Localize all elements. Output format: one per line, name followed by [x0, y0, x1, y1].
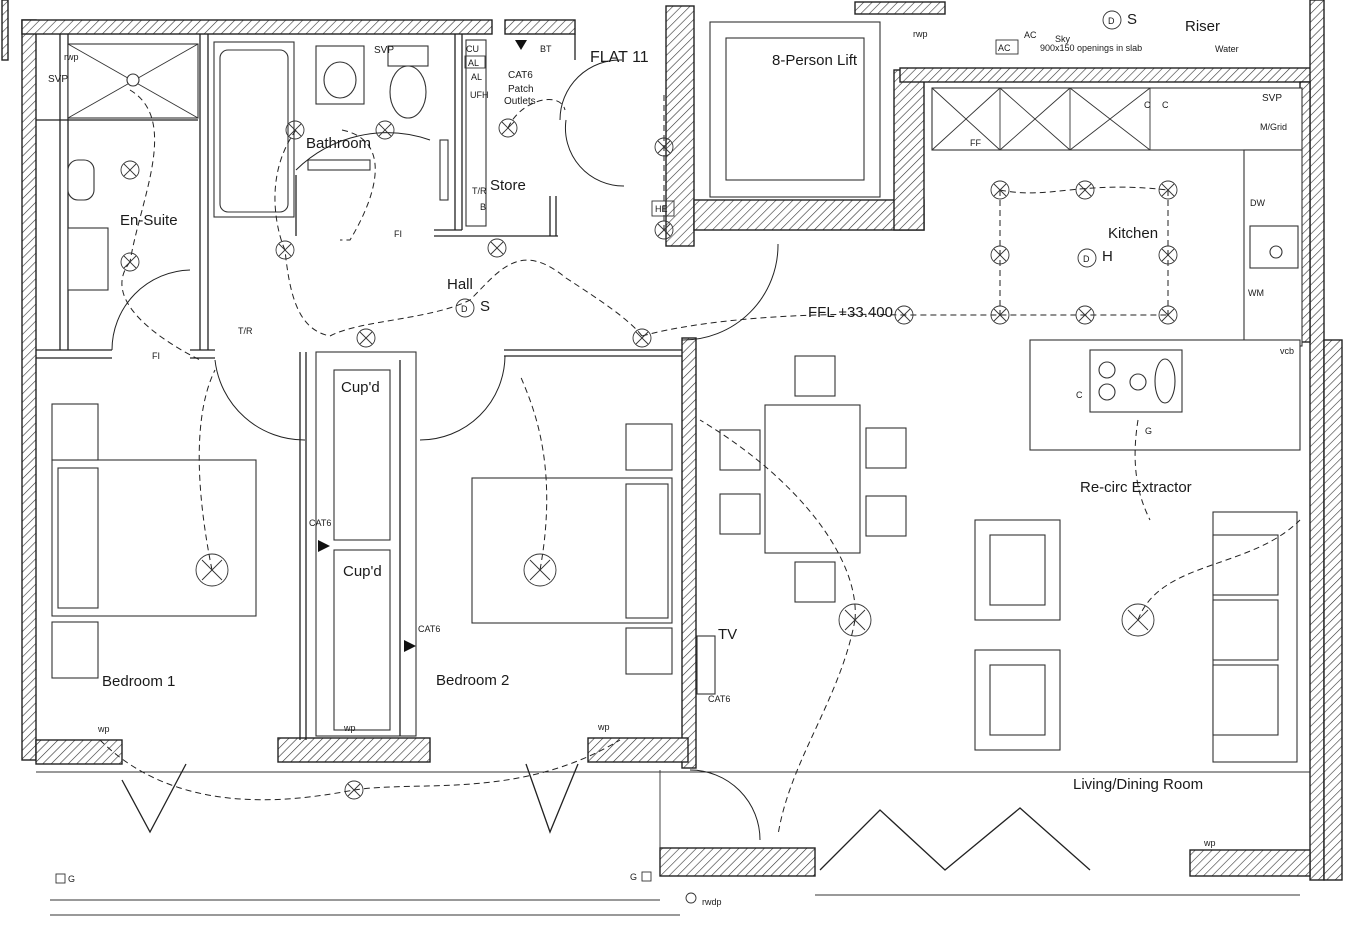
detector-d3: D: [1083, 254, 1090, 264]
note-cat6-l1: CAT6: [508, 70, 533, 81]
note-svp-ensuite: SVP: [48, 74, 68, 85]
label-hall: Hall: [447, 276, 473, 293]
note-b-store: B: [480, 202, 486, 212]
note-ff: FF: [970, 138, 981, 148]
note-tr-hall: T/R: [238, 326, 253, 336]
detector-d2: D: [1108, 16, 1115, 26]
label-living: Living/Dining Room: [1073, 776, 1203, 793]
note-wp1: wp: [97, 724, 110, 734]
note-c1: C: [1144, 100, 1151, 110]
note-cu: CU: [466, 44, 479, 54]
note-cat6-l3: Outlets: [504, 96, 536, 107]
note-fi-ensuite: FI: [152, 351, 160, 361]
data-outlet-icon: [404, 640, 416, 652]
fixtures: [51, 21, 1303, 763]
note-rwp-ensuite: rwp: [64, 52, 79, 62]
detector-d1: D: [461, 304, 468, 314]
data-outlet-icon: [515, 40, 527, 50]
note-wp4: wp: [1203, 838, 1216, 848]
outer-walls: [1, 0, 1343, 881]
note-h-kitchen: H: [1102, 248, 1113, 265]
note-he: HE: [655, 204, 668, 214]
note-rwp-lift: rwp: [913, 29, 928, 39]
label-ffl: FFL +33.400: [808, 304, 893, 321]
note-tv: TV: [718, 626, 737, 643]
label-cupd-upper: Cup'd: [341, 379, 380, 396]
note-ac: AC: [1024, 30, 1037, 40]
note-g-hob: G: [1145, 426, 1152, 436]
note-m-grid: M/Grid: [1260, 122, 1287, 132]
note-bt: BT: [540, 44, 552, 54]
label-ensuite: En-Suite: [120, 212, 178, 229]
detectors: D D D: [455, 10, 1122, 318]
note-cat6-b: CAT6: [418, 624, 440, 634]
note-wp3: wp: [597, 722, 610, 732]
note-cat6-a: CAT6: [708, 694, 730, 704]
note-g-mid: G: [630, 872, 637, 882]
wiring: [99, 89, 1301, 836]
note-sky: Sky: [1055, 34, 1071, 44]
note-cat6-l2: Patch: [508, 84, 534, 95]
note-c2: C: [1162, 100, 1169, 110]
label-riser: Riser: [1185, 18, 1220, 35]
note-dw: DW: [1250, 198, 1265, 208]
note-ac-box: AC: [998, 43, 1011, 53]
light-fittings: [120, 118, 1178, 800]
label-flat: FLAT 11: [590, 49, 649, 66]
note-rwdp: rwdp: [702, 897, 722, 907]
label-store: Store: [490, 177, 526, 194]
note-c3: C: [1076, 390, 1083, 400]
note-ufh: UFH: [470, 90, 489, 100]
label-kitchen: Kitchen: [1108, 225, 1158, 242]
label-bathroom: Bathroom: [306, 135, 371, 152]
label-lift: 8-Person Lift: [772, 52, 858, 69]
doors: [111, 59, 1091, 871]
label-bedroom2: Bedroom 2: [436, 672, 509, 689]
note-wm: WM: [1248, 288, 1264, 298]
partitions: [36, 34, 1310, 916]
note-tr-store: T/R: [472, 186, 487, 196]
label-bedroom1: Bedroom 1: [102, 673, 175, 690]
data-outlet-icon: [318, 540, 330, 552]
note-al: AL: [471, 72, 482, 82]
room-labels: Bathroom En-Suite Store Hall 8-Person Li…: [102, 18, 1220, 793]
note-water: Water: [1215, 44, 1239, 54]
note-wp2: wp: [343, 723, 356, 733]
note-s-hall: S: [480, 298, 490, 315]
note-svp-bath: SVP: [374, 45, 394, 56]
note-svp-kitchen: SVP: [1262, 93, 1282, 104]
note-slab: 900x150 openings in slab: [1040, 43, 1142, 53]
note-vcb: vcb: [1280, 346, 1294, 356]
note-s-riser: S: [1127, 11, 1137, 28]
note-al-box: AL: [468, 58, 479, 68]
label-cupd-lower: Cup'd: [343, 563, 382, 580]
annotations: SVP SVP SVP rwp rwp rwdp CU AL AL UFH CA…: [48, 11, 1294, 907]
label-recirc: Re-circ Extractor: [1080, 479, 1192, 496]
note-fi-hall: FI: [394, 229, 402, 239]
note-cat6-c: CAT6: [309, 518, 331, 528]
note-g-left: G: [68, 874, 75, 884]
